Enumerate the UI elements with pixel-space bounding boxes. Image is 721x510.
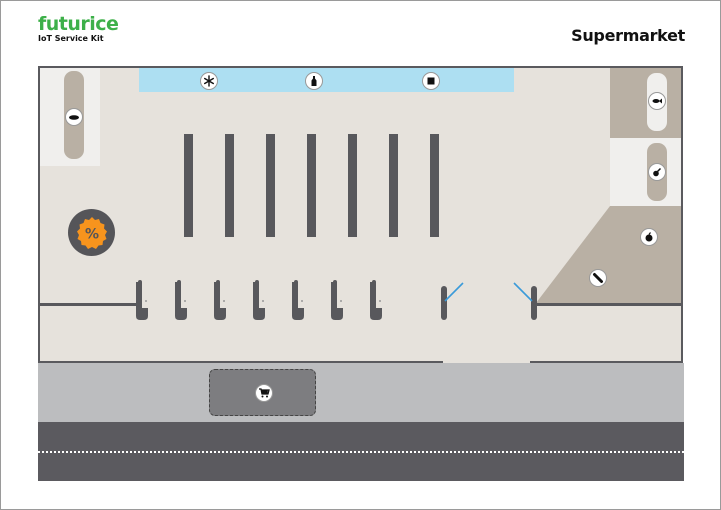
meat-icon[interactable] [648,163,666,181]
cart-parking-area[interactable] [209,369,316,416]
road-center-line [38,451,684,453]
brand-subtitle: IoT Service Kit [38,34,104,43]
page-title: Supermarket [571,26,685,45]
brand-name: futurice [38,13,119,35]
checkout-counter-7[interactable] [370,280,384,320]
checkout-counter-4[interactable] [253,280,267,320]
checkout-counter-1[interactable] [136,280,150,320]
aisle-7[interactable] [430,134,439,237]
checkout-wall-left [40,303,140,306]
entrance-gate-right[interactable] [531,286,537,320]
produce-zone[interactable] [530,206,683,304]
aisle-2[interactable] [225,134,234,237]
aisle-4[interactable] [307,134,316,237]
snowflake-icon[interactable] [200,72,218,90]
aisle-1[interactable] [184,134,193,237]
freezer-zone[interactable] [139,68,514,92]
sidewalk [38,363,684,422]
checkout-counter-3[interactable] [214,280,228,320]
checkout-counter-5[interactable] [292,280,306,320]
store-entrance [443,361,530,364]
discount-badge-icon: % [76,216,107,249]
promo-badge[interactable]: % [68,209,115,256]
bread-icon[interactable] [65,108,83,126]
bottle-icon[interactable] [305,72,323,90]
aisle-5[interactable] [348,134,357,237]
entrance-gate-left[interactable] [441,286,447,320]
meat-zone [610,138,681,206]
checkout-wall-right [536,303,681,306]
checkout-counter-6[interactable] [331,280,345,320]
gate-sensor-beam-left [444,282,464,302]
gate-sensor-beam-right [513,282,533,302]
road [38,422,684,481]
apple-icon[interactable] [640,228,658,246]
brand-logo: futurice IoT Service Kit [38,13,119,44]
baguette-icon[interactable] [589,269,607,287]
checkout-counter-2[interactable] [175,280,189,320]
fish-icon[interactable] [648,92,666,110]
shopping-cart-icon[interactable] [255,384,273,402]
svg-text:%: % [84,226,98,242]
fish-zone [610,68,681,138]
package-icon[interactable] [422,72,440,90]
aisle-6[interactable] [389,134,398,237]
aisle-3[interactable] [266,134,275,237]
